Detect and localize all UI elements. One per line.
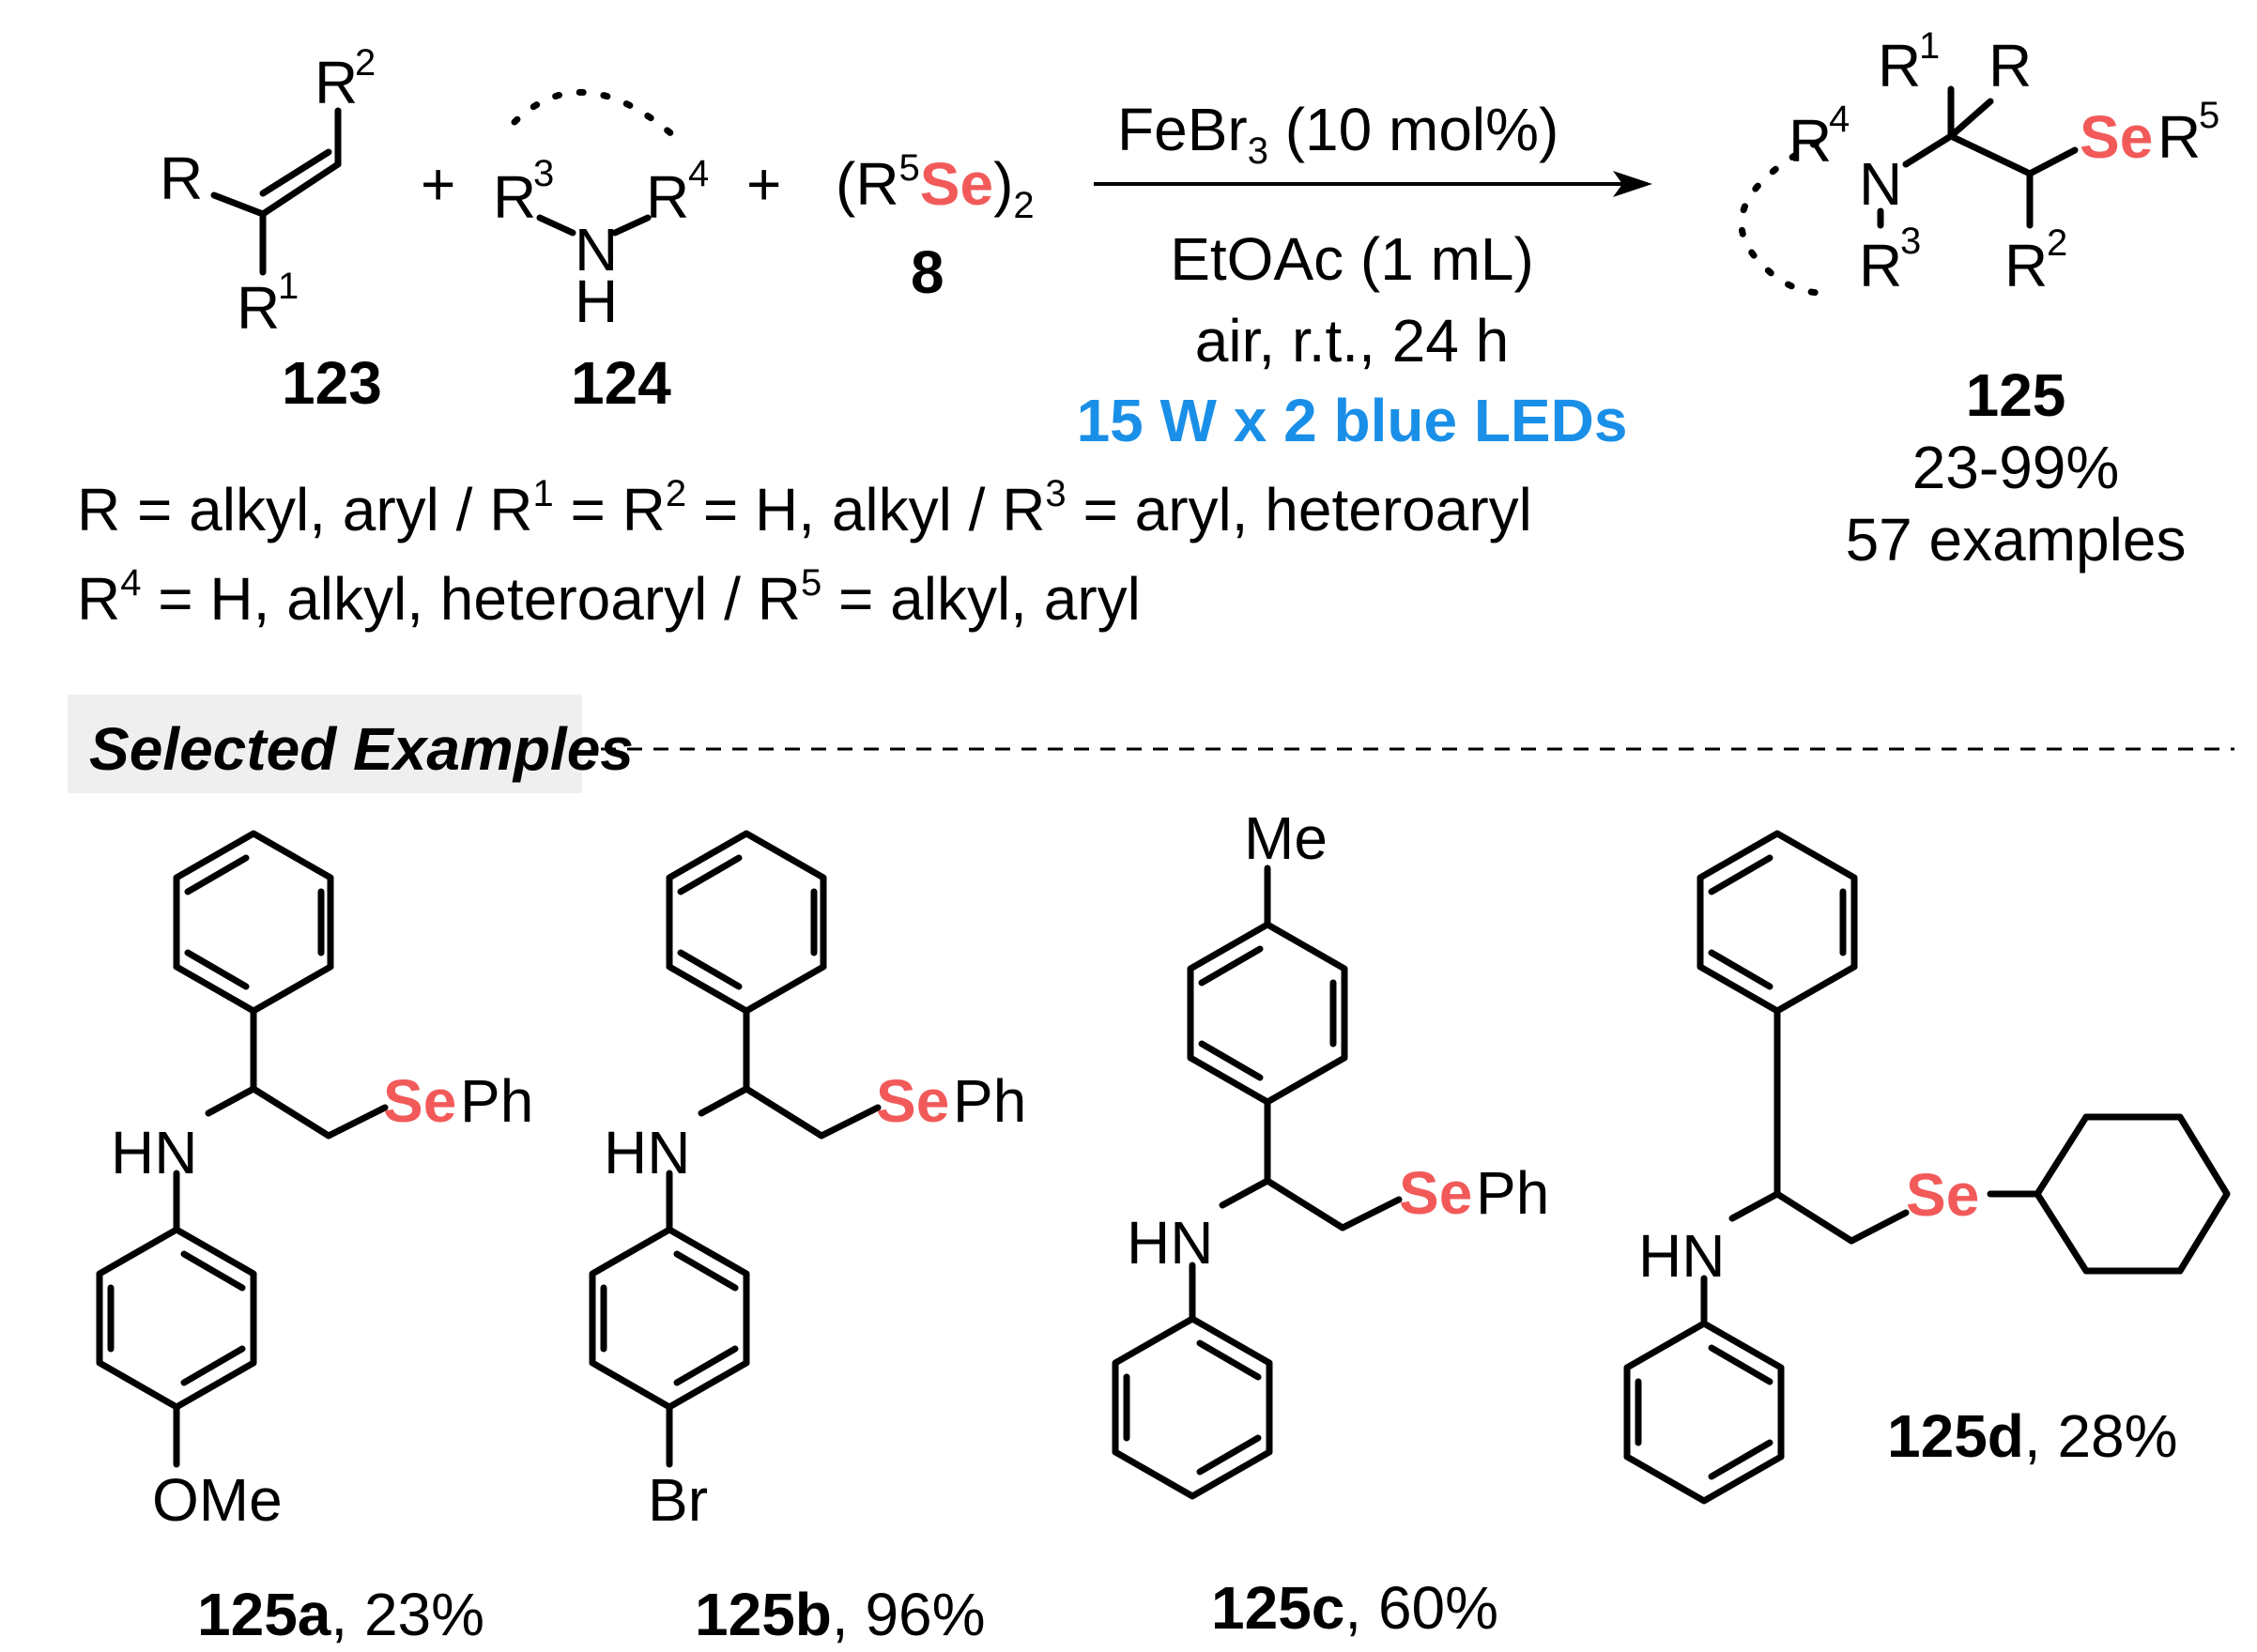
phenyl-ring-n	[1623, 1320, 1785, 1505]
se-label: Se	[1906, 1161, 1979, 1229]
atom-R4: R	[1789, 107, 1832, 175]
phenyl-ring	[173, 830, 334, 1015]
atom-R: R	[160, 145, 203, 212]
atom-N: N	[575, 216, 618, 283]
sup-1: 1	[278, 266, 299, 307]
ph-label: Ph	[1476, 1159, 1549, 1227]
tolyl-ring	[1187, 921, 1348, 1106]
atom-R2: R	[2004, 232, 2048, 299]
nh-label: HN	[604, 1119, 690, 1186]
bromophenyl-ring	[589, 1226, 750, 1411]
label-125: 125	[1966, 361, 2066, 429]
examples-count: 57 examples	[1846, 506, 2187, 574]
phenyl-ring	[666, 830, 827, 1015]
plus-1: +	[421, 150, 455, 218]
condition-atmosphere: air, r.t., 24 h	[1195, 307, 1509, 375]
section-title-bg	[68, 695, 582, 793]
condition-solvent: EtOAc (1 mL)	[1170, 225, 1534, 293]
example-caption: 125d, 28%	[1887, 1402, 2178, 1470]
sup-3: 3	[1900, 221, 1921, 262]
label-123: 123	[282, 349, 382, 417]
cyclohexyl-ring	[2034, 1113, 2231, 1275]
se-label: Se	[383, 1067, 456, 1135]
nh-label: HN	[1127, 1209, 1213, 1277]
substituent-label: Me	[1244, 804, 1328, 872]
example-125a: HN Se Ph OMe 125a, 23%	[96, 830, 533, 1648]
atom-R5: R	[2157, 103, 2201, 171]
section-title: Selected Examples	[89, 715, 634, 783]
nh-label: HN	[111, 1119, 197, 1186]
substituent-label: OMe	[152, 1466, 283, 1534]
phenyl-ring-n	[1112, 1315, 1273, 1500]
sup-2: 2	[355, 42, 376, 84]
diselenide-formula: (R5Se)2	[836, 147, 1035, 226]
example-125c: Me HN Se Ph 125c, 60%	[1112, 804, 1549, 1642]
phenyl-ring	[1697, 830, 1858, 1015]
sup-4: 4	[688, 153, 709, 194]
sup-3: 3	[533, 153, 554, 194]
atom-H: H	[575, 268, 618, 335]
yield-range: 23-99%	[1912, 434, 2120, 501]
substituents-line-2: R4 = H, alkyl, heteroaryl / R5 = alkyl, …	[77, 562, 1141, 633]
example-125b: HN Se Ph Br 125b, 96%	[589, 830, 1026, 1648]
sup-5: 5	[2199, 95, 2219, 136]
sup-4: 4	[1829, 99, 1850, 140]
atom-R2: R	[315, 49, 358, 116]
atom-R4: R	[646, 163, 689, 231]
plus-2: +	[746, 150, 781, 218]
condition-light: 15 W x 2 blue LEDs	[1077, 387, 1628, 454]
se-label: Se	[876, 1067, 949, 1135]
atom-R: R	[1988, 32, 2032, 99]
label-124: 124	[571, 349, 671, 417]
ph-label: Ph	[460, 1067, 533, 1135]
ph-label: Ph	[953, 1067, 1026, 1135]
label-8: 8	[911, 238, 944, 306]
atom-R3: R	[493, 163, 536, 231]
atom-R1: R	[237, 274, 280, 342]
substituent-label: Br	[648, 1466, 708, 1534]
reaction-arrow	[1094, 171, 1652, 197]
example-125d: HN Se 125d, 28%	[1623, 830, 2231, 1505]
condition-catalyst: FeBr3 (10 mol%)	[1117, 96, 1558, 172]
atom-Se: Se	[2080, 103, 2153, 171]
alkene-123: R R 2 R 1 123	[160, 42, 382, 417]
atom-N: N	[1859, 150, 1902, 218]
diselenide-8: (R5Se)2 8	[836, 147, 1035, 306]
amine-124: R 3 N H R 4 124	[493, 88, 709, 417]
example-caption: 125b, 96%	[695, 1581, 986, 1648]
atom-R1: R	[1878, 32, 1921, 99]
substituents-line-1: R = alkyl, aryl / R1 = R2 = H, alkyl / R…	[77, 473, 1532, 543]
example-caption: 125a, 23%	[197, 1581, 484, 1648]
example-caption: 125c, 60%	[1211, 1574, 1498, 1642]
nh-label: HN	[1638, 1222, 1725, 1290]
sup-2: 2	[2047, 222, 2067, 264]
product-125: R 4 N R 3 R 1 R Se R 5 R 2 125 23-99% 57…	[1738, 25, 2219, 574]
se-label: Se	[1399, 1159, 1472, 1227]
anisyl-ring	[96, 1226, 257, 1411]
atom-R3: R	[1859, 232, 1902, 299]
sup-1: 1	[1919, 25, 1940, 67]
